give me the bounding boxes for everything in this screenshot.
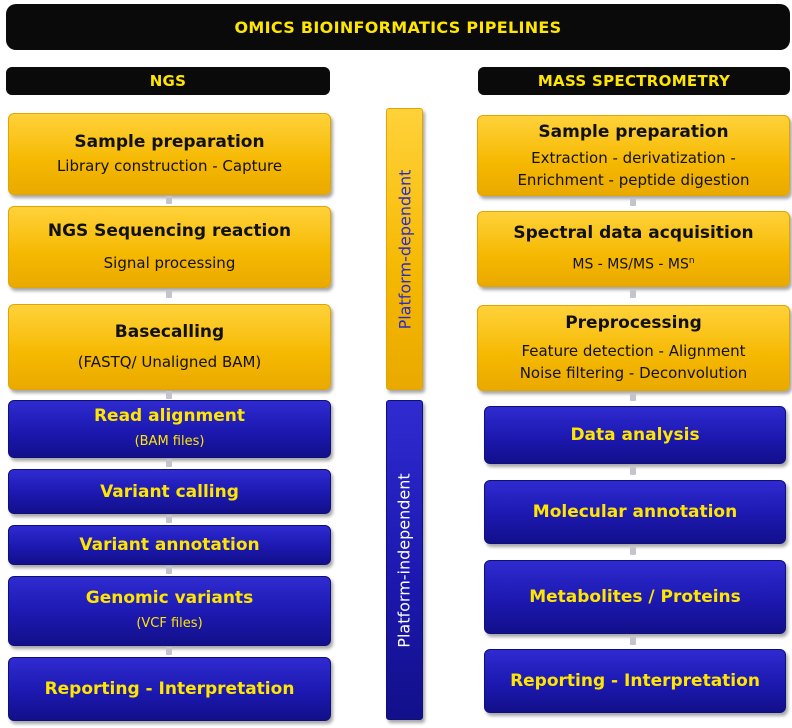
ms-step-detail: Noise filtering - Deconvolution [519, 364, 748, 382]
ngs-variant-annotation-box: Variant annotation [8, 525, 331, 565]
ms-superscript: n [688, 256, 695, 267]
connector [166, 515, 172, 523]
ms-molecular-annotation-box: Molecular annotation [484, 480, 786, 544]
connector [630, 467, 636, 475]
ngs-step-title: Basecalling [114, 322, 225, 342]
ms-step-detail: MS - MS/MS - MSn [572, 251, 694, 275]
ms-step-title: Metabolites / Proteins [529, 587, 741, 607]
ngs-step-detail: (VCF files) [136, 616, 203, 631]
connector [630, 393, 636, 401]
ngs-step-detail: (BAM files) [134, 434, 205, 449]
ngs-step-detail: Library construction - Capture [56, 157, 283, 175]
ngs-sample-preparation-box: Sample preparation Library construction … [8, 113, 331, 195]
connector [630, 290, 636, 298]
connector [166, 391, 172, 399]
ngs-step-detail: Signal processing [103, 254, 236, 272]
connector [166, 566, 172, 574]
platform-dependent-label: Platform-dependent [395, 169, 414, 329]
ms-spectral-acquisition-box: Spectral data acquisition MS - MS/MS - M… [477, 211, 790, 287]
ms-header: MASS SPECTROMETRY [478, 67, 790, 95]
ngs-basecalling-box: Basecalling (FASTQ/ Unaligned BAM) [8, 304, 331, 390]
ms-sample-preparation-box: Sample preparation Extraction - derivati… [477, 115, 790, 196]
ms-step-title: Molecular annotation [532, 502, 738, 522]
ngs-step-title: Reporting - Interpretation [44, 679, 295, 699]
main-title: OMICS BIOINFORMATICS PIPELINES [6, 4, 790, 50]
ngs-step-title: Variant calling [100, 481, 239, 502]
ms-step-title: Preprocessing [565, 313, 702, 333]
ms-metabolites-proteins-box: Metabolites / Proteins [484, 560, 786, 634]
connector [166, 196, 172, 204]
connector [630, 547, 636, 555]
ngs-step-title: Read alignment [93, 406, 246, 426]
ngs-step-title: Genomic variants [85, 588, 254, 608]
ngs-step-title: Variant annotation [79, 535, 260, 555]
platform-independent-bar: Platform-independent [386, 400, 423, 720]
ms-step-title: Spectral data acquisition [513, 223, 754, 244]
ngs-genomic-variants-box: Genomic variants (VCF files) [8, 576, 331, 646]
ms-step-detail: Extraction - derivatization - [531, 148, 736, 167]
ms-acquisition-text: MS - MS/MS - MS [572, 256, 689, 273]
ms-preprocessing-box: Preprocessing Feature detection - Alignm… [477, 305, 790, 391]
ngs-reporting-box: Reporting - Interpretation [8, 657, 331, 721]
ngs-header: NGS [6, 67, 330, 95]
ngs-sequencing-box: NGS Sequencing reaction Signal processin… [8, 206, 331, 288]
ms-data-analysis-box: Data analysis [484, 406, 786, 464]
connector [166, 290, 172, 298]
ms-step-detail: Feature detection - Alignment [521, 342, 746, 360]
ngs-step-title: Sample preparation [74, 132, 265, 152]
connector [166, 459, 172, 467]
connector [166, 647, 172, 655]
ms-step-title: Reporting - Interpretation [510, 671, 760, 691]
connector [630, 637, 636, 645]
ms-step-detail: Enrichment - peptide digestion [517, 170, 750, 189]
connector [630, 198, 636, 206]
platform-independent-label: Platform-independent [395, 472, 415, 648]
ngs-variant-calling-box: Variant calling [8, 469, 331, 514]
ngs-step-detail: (FASTQ/ Unaligned BAM) [77, 353, 262, 371]
ms-reporting-box: Reporting - Interpretation [484, 649, 786, 713]
platform-dependent-bar: Platform-dependent [386, 108, 423, 390]
ms-step-title: Sample preparation [538, 121, 729, 142]
ms-step-title: Data analysis [570, 425, 700, 445]
ngs-step-title: NGS Sequencing reaction [47, 221, 292, 241]
ngs-read-alignment-box: Read alignment (BAM files) [8, 400, 331, 458]
